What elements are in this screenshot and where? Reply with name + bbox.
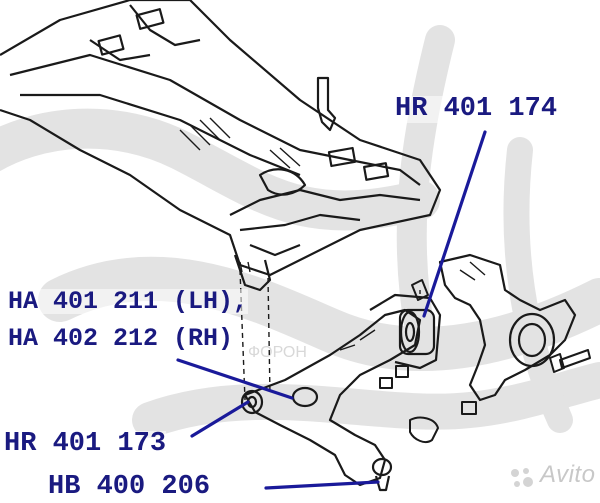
leader-hb400206 <box>264 480 380 490</box>
part-number-hr401173: HR 401 173 <box>4 429 167 459</box>
part-number-hr401174: HR 401 174 <box>395 94 558 124</box>
leader-ha401211 <box>176 358 294 400</box>
part-number-ha401211: HA 401 211 (LH), <box>8 287 249 316</box>
leader-hr401173 <box>190 400 250 438</box>
avito-logo-icon <box>511 468 533 487</box>
fasteners <box>379 279 591 443</box>
subframe <box>0 0 442 292</box>
avito-watermark: Avito <box>540 461 596 488</box>
leader-lines <box>176 130 487 490</box>
steering-knuckle <box>438 253 577 402</box>
leader-hr401174 <box>422 130 487 318</box>
part-number-hb400206: HB 400 206 <box>48 472 211 502</box>
watermark-small-text: ФОРОН <box>248 344 307 361</box>
part-number-ha402212: HA 402 212 (RH) <box>8 324 234 353</box>
